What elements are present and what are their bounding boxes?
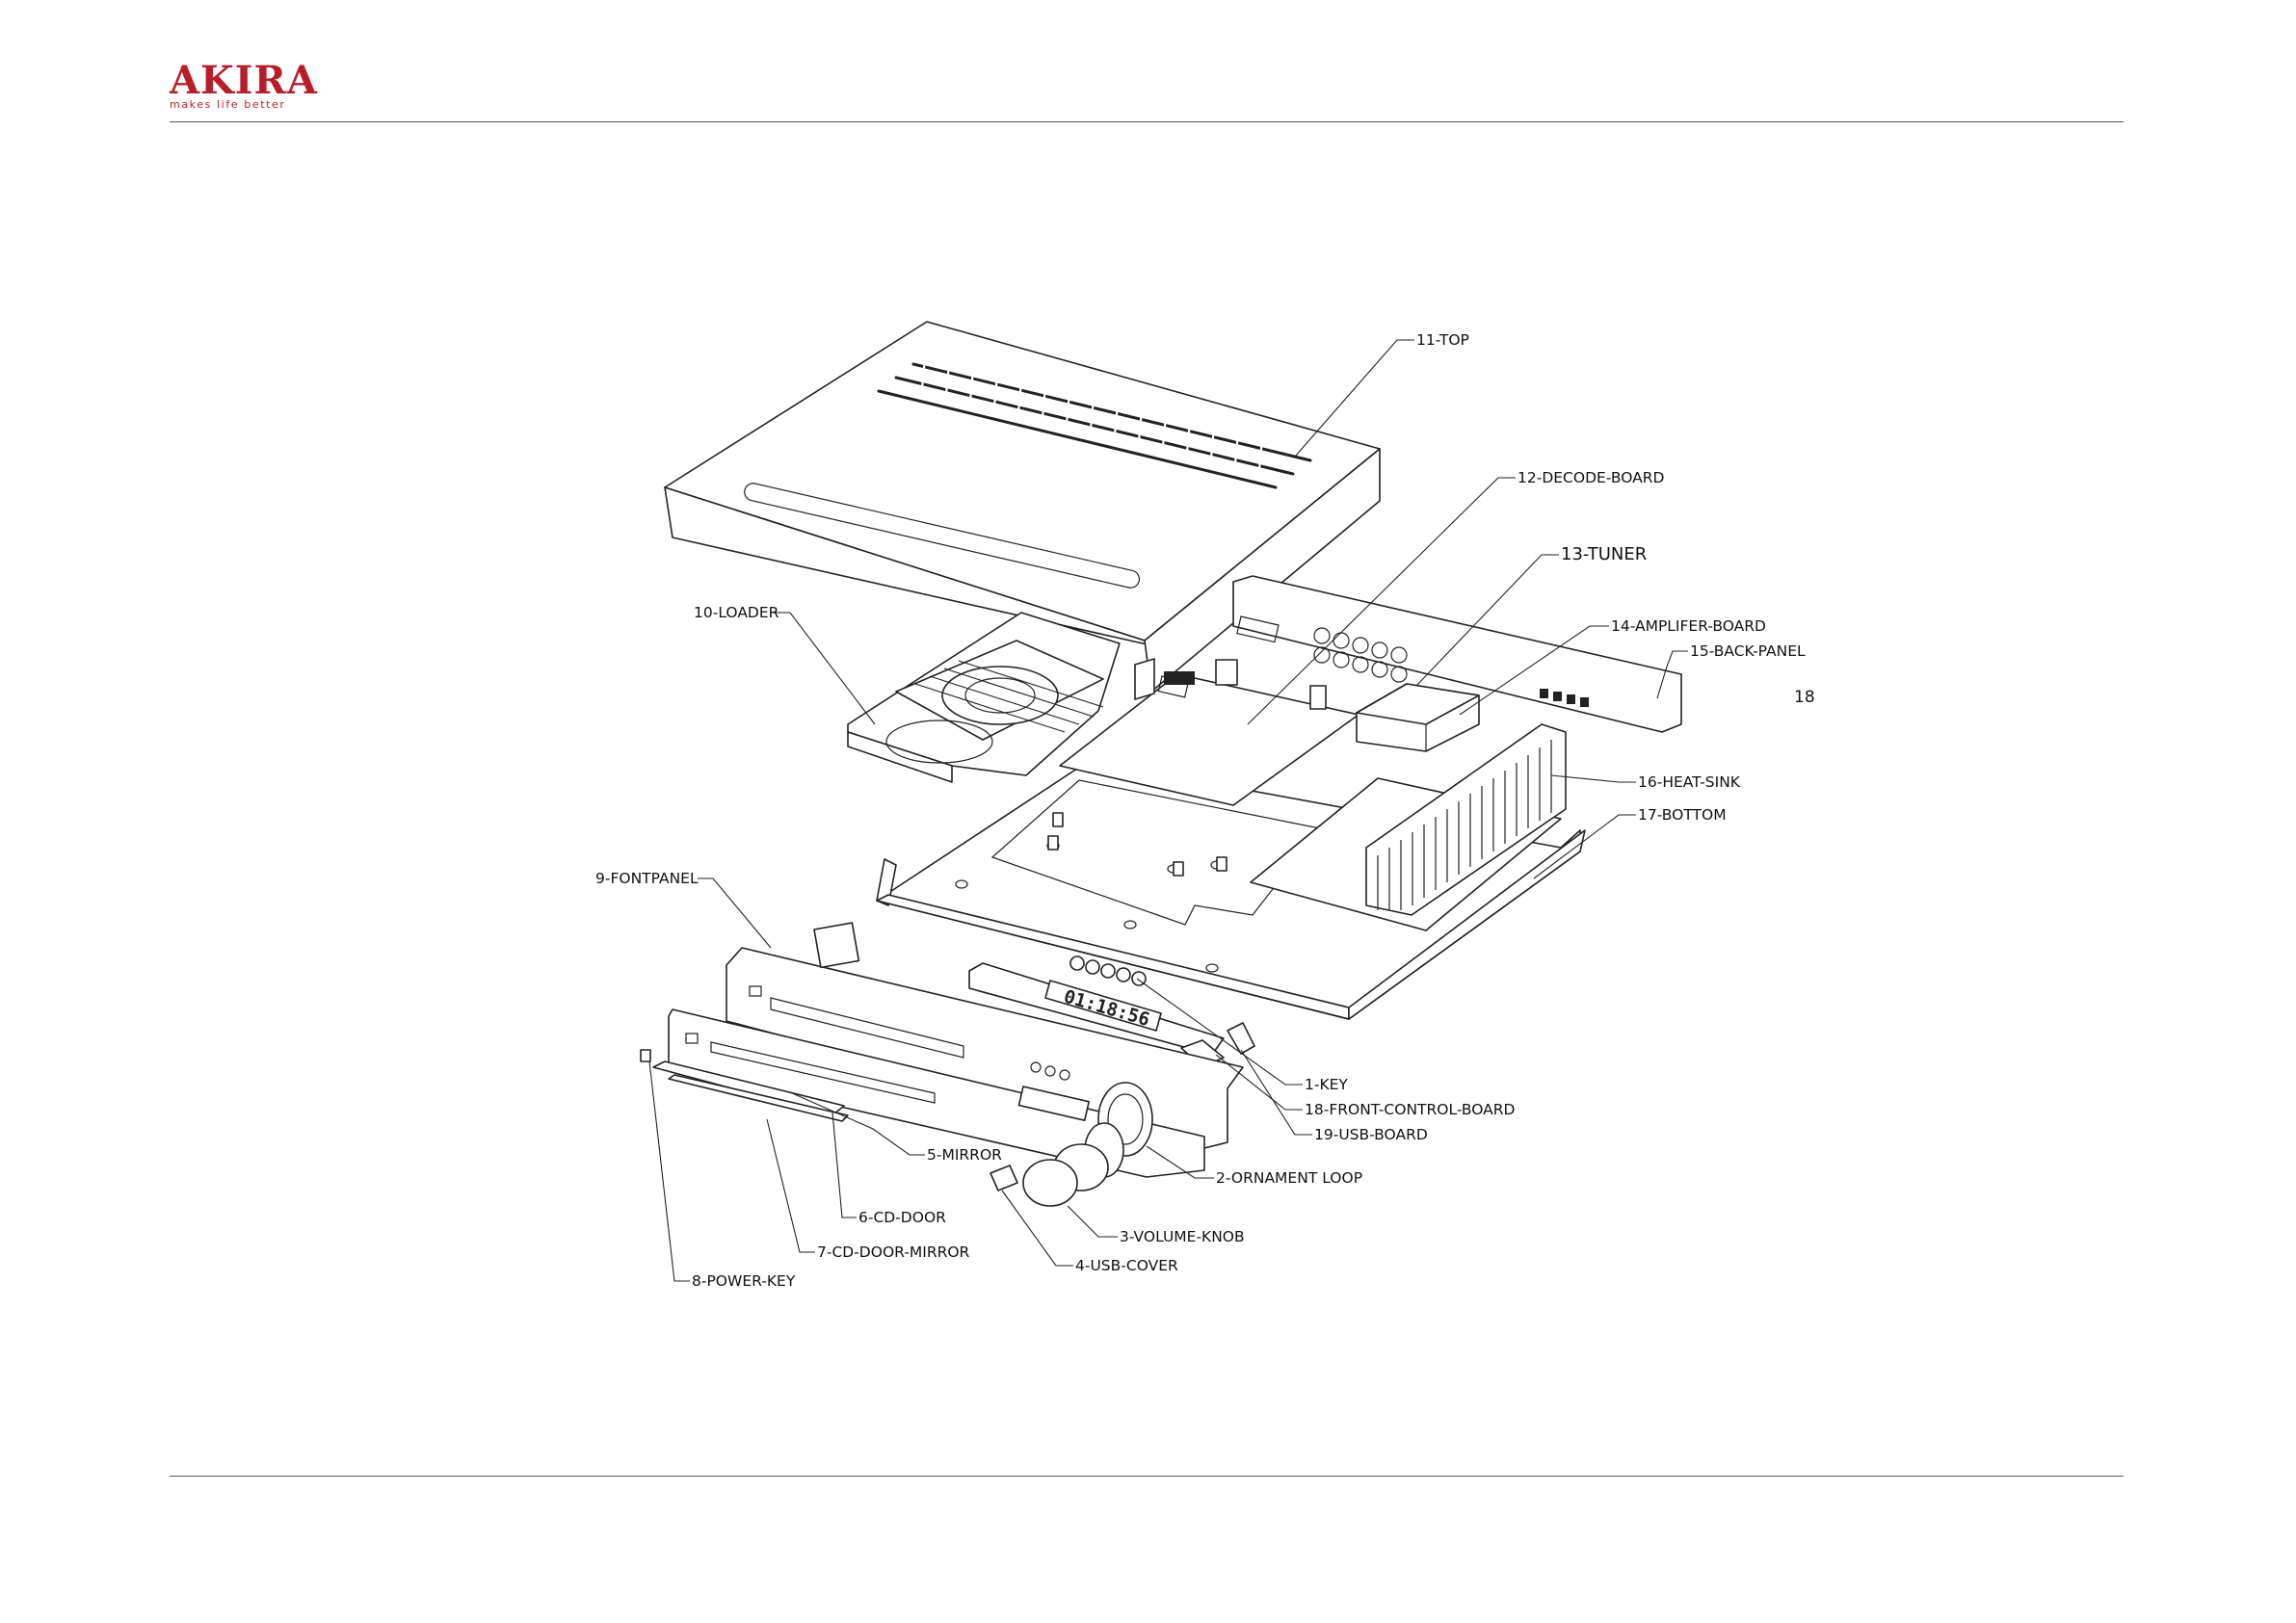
label-4-usb-cover: 4-USB-COVER <box>1075 1257 1178 1274</box>
label-3-volume-knob: 3-VOLUME-KNOB <box>1120 1228 1245 1245</box>
usb-cover <box>990 1165 1017 1191</box>
label-9-fontpanel: 9-FONTPANEL <box>595 870 699 887</box>
label-15-back-panel: 15-BACK-PANEL <box>1690 642 1806 660</box>
label-6-cd-door: 6-CD-DOOR <box>858 1209 946 1226</box>
label-18-front-control-board: 18-FRONT-CONTROL-BOARD <box>1305 1101 1516 1118</box>
label-5-mirror: 5-MIRROR <box>927 1146 1002 1164</box>
label-14-amplifer-board: 14-AMPLIFER-BOARD <box>1611 617 1766 635</box>
label-11-top: 11-TOP <box>1416 331 1469 349</box>
label-7-cd-door-mirror: 7-CD-DOOR-MIRROR <box>817 1243 970 1261</box>
label-8-power-key: 8-POWER-KEY <box>692 1272 796 1290</box>
volume-knob <box>1023 1144 1108 1206</box>
tuner <box>1357 684 1479 751</box>
label-2-ornament-loop: 2-ORNAMENT LOOP <box>1216 1169 1362 1187</box>
label-19-usb-board: 19-USB-BOARD <box>1314 1126 1428 1143</box>
label-16-heat-sink: 16-HEAT-SINK <box>1638 773 1741 791</box>
label-10-loader: 10-LOADER <box>694 604 779 621</box>
power-key <box>641 1050 650 1061</box>
label-1-key: 1-KEY <box>1305 1076 1348 1093</box>
label-12-decode-board: 12-DECODE-BOARD <box>1517 469 1664 486</box>
label-17-bottom: 17-BOTTOM <box>1638 806 1727 824</box>
label-13-tuner: 13-TUNER <box>1561 544 1647 564</box>
